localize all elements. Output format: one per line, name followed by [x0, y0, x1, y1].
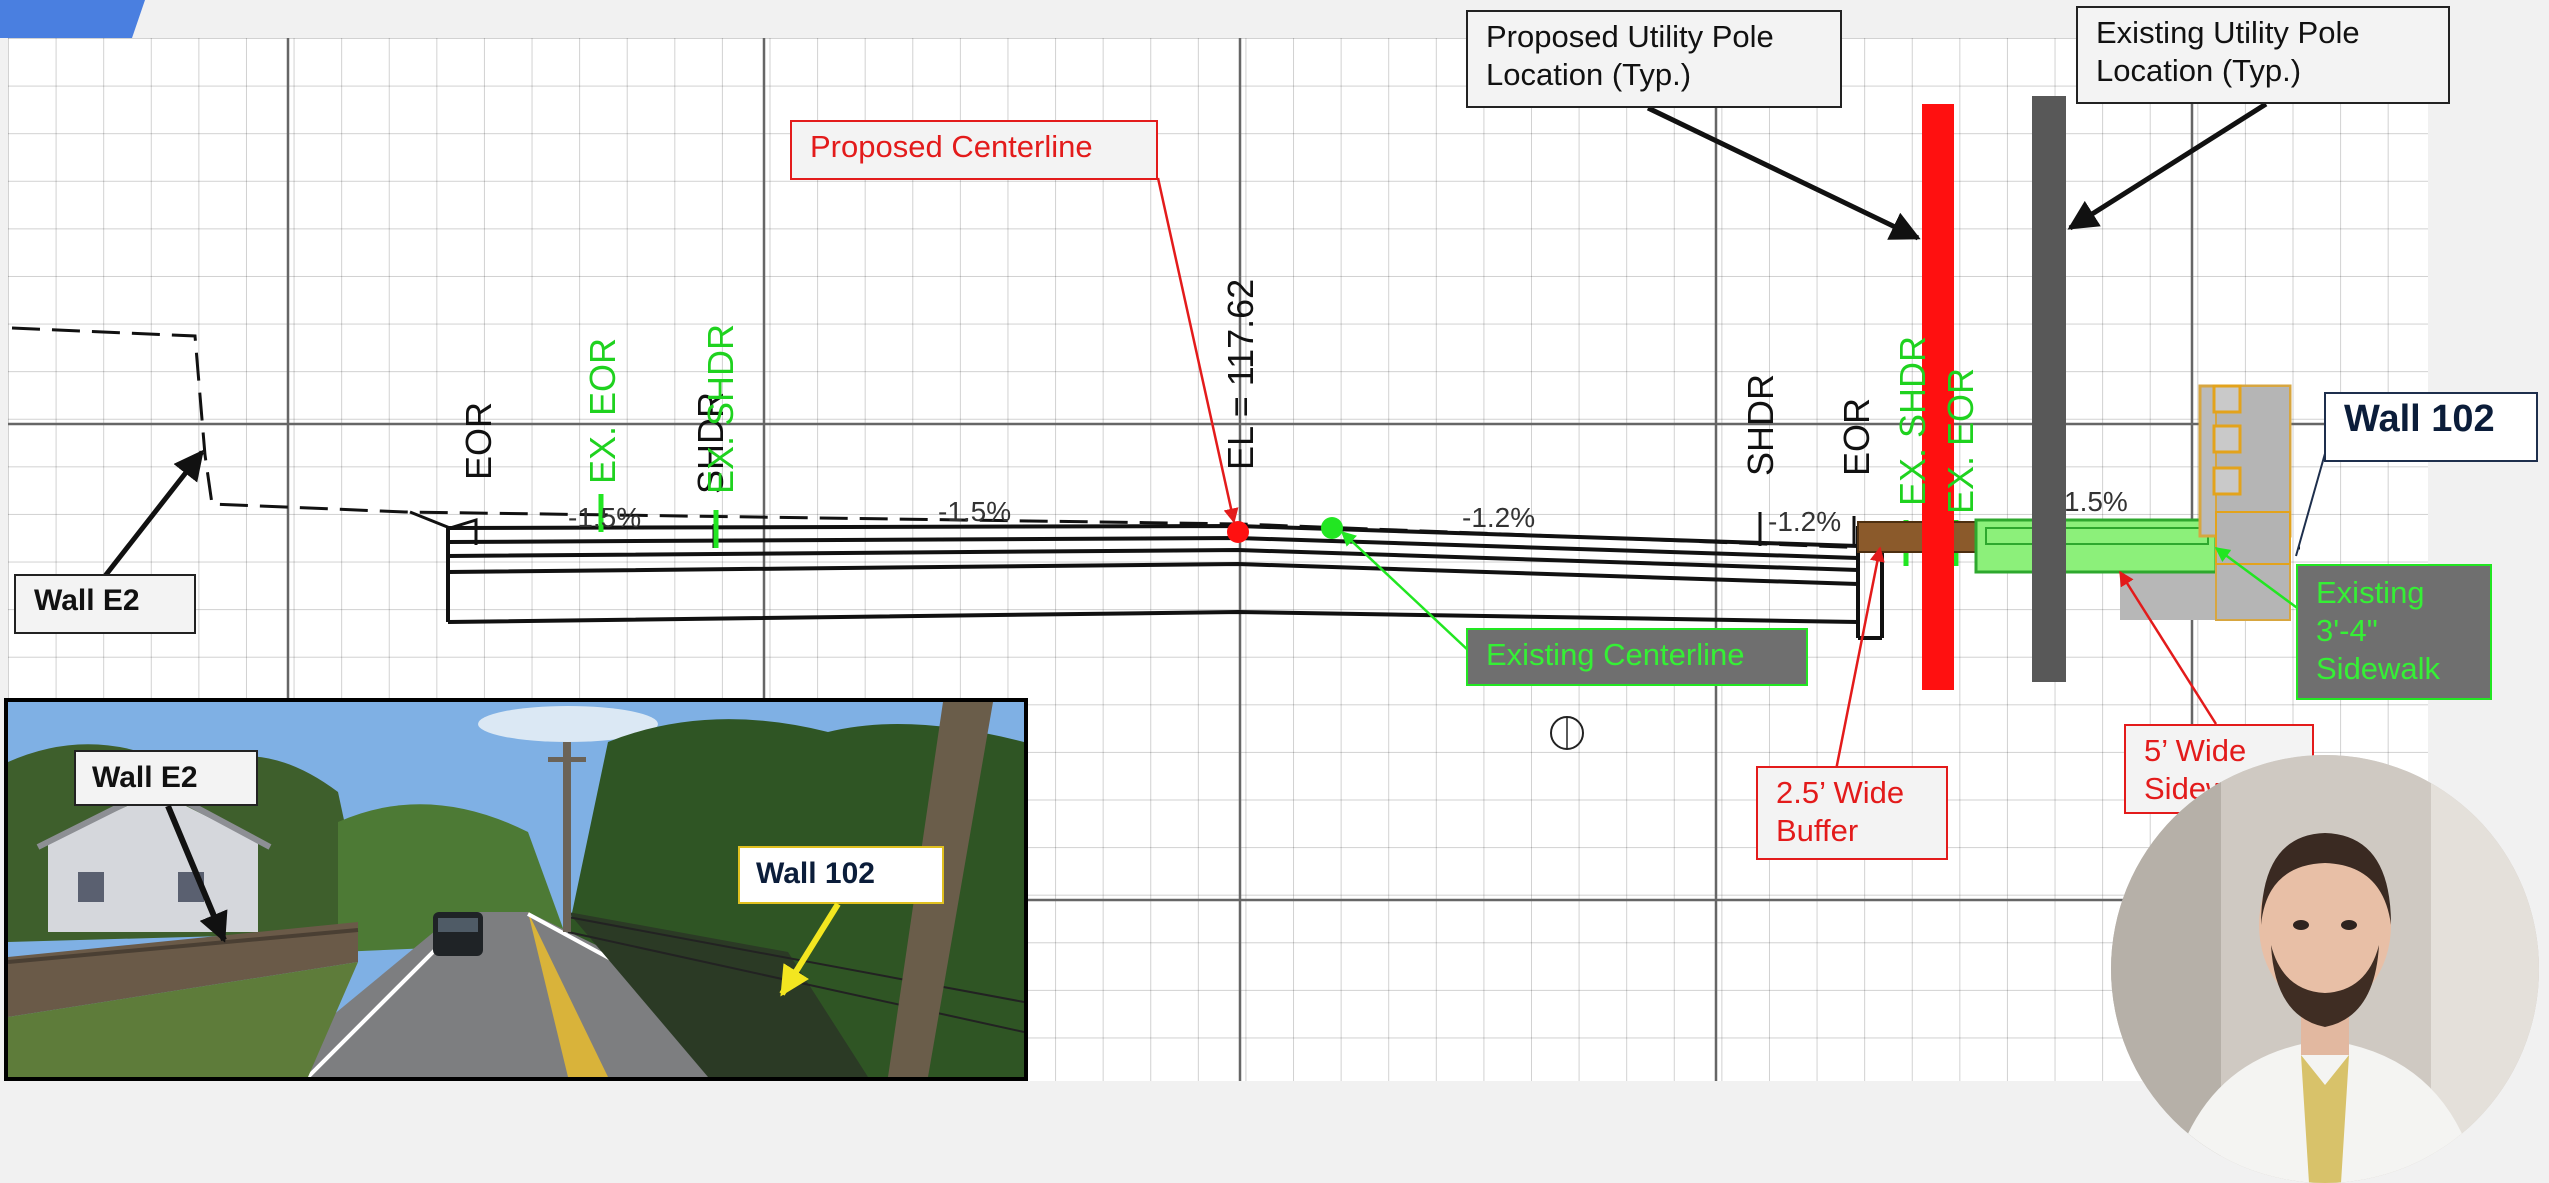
- photo-callout-wall-102: Wall 102: [738, 846, 944, 904]
- label-ex-shdr-right: EX. SHDR: [1892, 335, 1933, 506]
- slope-left-lane: -1.5%: [938, 496, 1012, 527]
- street-view-photo: Wall E2 Wall 102: [4, 698, 1028, 1081]
- callout-existing-centerline: Existing Centerline: [1466, 628, 1808, 686]
- label-eor-right: EOR: [1836, 397, 1877, 476]
- slope-right-lane: -1.2%: [1462, 502, 1536, 533]
- proposed-utility-pole: [1922, 104, 1954, 690]
- photo-arrows: [165, 804, 841, 997]
- label-shdr-right: SHDR: [1740, 373, 1781, 476]
- existing-ground-line: [11, 326, 2301, 550]
- slope-right-shoulder: -1.2%: [1768, 506, 1842, 537]
- presenter-illustration: [2111, 755, 2539, 1183]
- pavement-section: [446, 523, 1884, 640]
- proposed-buffer: [1857, 521, 1979, 553]
- wall-e2-outline: [409, 510, 478, 545]
- proposed-centerline-marker: [1227, 521, 1249, 543]
- callout-existing-sidewalk: Existing 3'-4" Sidewalk: [2296, 564, 2492, 700]
- label-ex-eor-left: EX. EOR: [582, 337, 623, 484]
- callout-proposed-centerline: Proposed Centerline: [790, 120, 1158, 180]
- callout-wall-e2: Wall E2: [14, 574, 196, 634]
- slope-sidewalk: 1.5%: [2064, 486, 2128, 517]
- photo-callout-wall-e2: Wall E2: [74, 750, 258, 806]
- presenter-webcam: [2111, 755, 2539, 1183]
- callout-buffer: 2.5’ Wide Buffer: [1756, 766, 1948, 860]
- label-ex-shdr-left: EX. SHDR: [700, 323, 741, 494]
- callout-existing-utility-pole: Existing Utility Pole Location (Typ.): [2076, 6, 2450, 104]
- slope-left-shoulder: -1.5%: [568, 502, 642, 533]
- label-ex-eor-right: EX. EOR: [1940, 367, 1981, 514]
- callout-wall-102: Wall 102: [2324, 392, 2538, 462]
- label-elevation: EL = 117.62: [1220, 278, 1261, 470]
- callout-proposed-utility-pole: Proposed Utility Pole Location (Typ.): [1466, 10, 1842, 108]
- label-eor-left: EOR: [458, 401, 499, 480]
- slide-corner-accent: [0, 0, 145, 38]
- existing-centerline-marker: [1321, 517, 1343, 539]
- existing-utility-pole: [2032, 96, 2066, 682]
